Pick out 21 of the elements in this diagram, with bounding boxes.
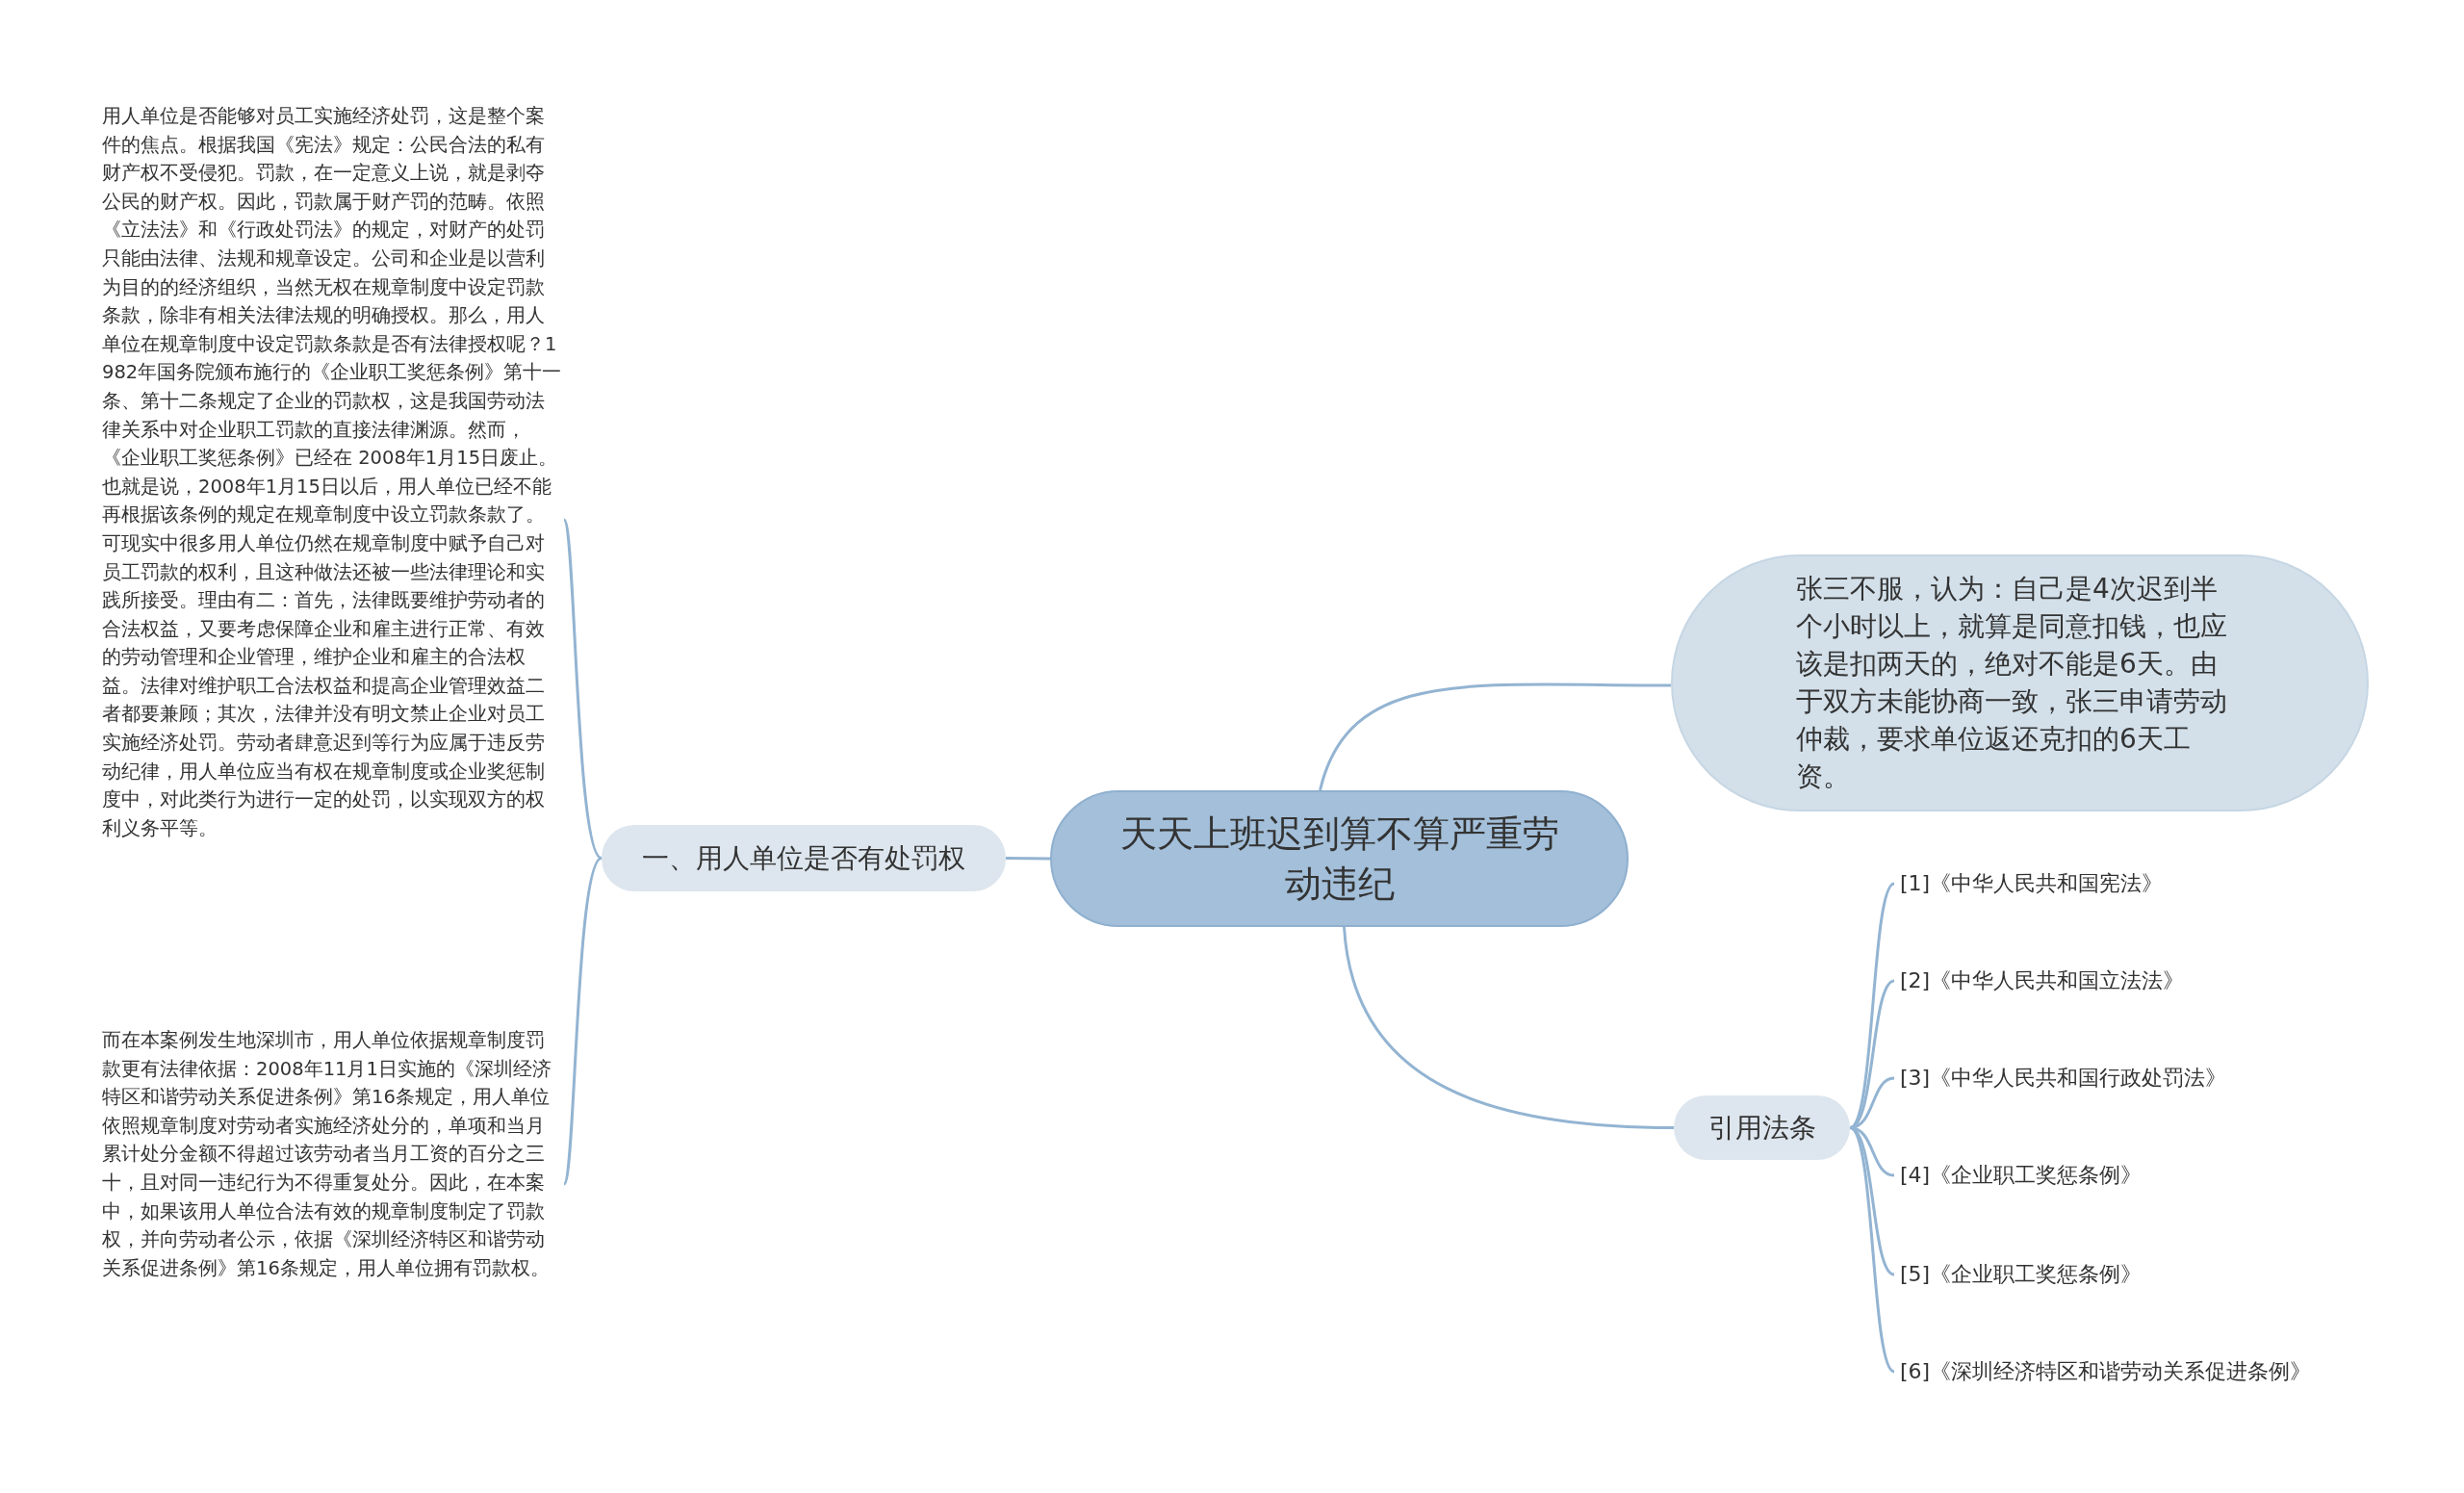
topic-label: 一、用人单位是否有处罚权 bbox=[642, 840, 965, 876]
paragraph-text: 用人单位是否能够对员工实施经济处罚，这是整个案件的焦点。根据我国《宪法》规定：公民合法的私有财产权不受侵犯。罚款，在一定意义上说，就是剥夺公民的财产权。因此，罚款属于财产罚的范畴。依照《立法法》和《行政处罚法》的规定，对财产的处罚只能由法律、法规和规章设定。公司和企业是以营利为目的的经济组织，当然无权在规章制度中设定罚款条款，除非有相关法律法规的明确授权。那么，用人单位在规章制度中设定罚款条款是否有法律授权呢？1982年国务院颁布施行的《企业职工奖惩条例》第十一条、第十二条规定了企业的罚款权，这是我国劳动法律关系中对企业职工罚款的直接法律渊源。然而，《企业职工奖惩条例》已经在 2008年1月15日废止。也就是说，2008年1月15日以后，用人单位已经不能再根据该条例的规定在规章制度中设立罚款条款了。可现实中很多用人单位仍然在规章制度中赋予自己对员工罚款的权利，且这种做法还被一些法律理论和实践所接受。理由有二：首先，法律既要维护劳动者的合法权益，又要考虑保障企业和雇主进行正常、有效的劳动管理和企业管理，维护企业和雇主的合法权益。法律对维护职工合法权益和提高企业管理效益二者都要兼顾；其次，法律并没有明文禁止企业对员工实施经济处罚。劳动者肆意迟到等行为应属于违反劳动纪律，用人单位应当有权在规章制度或企业奖惩制度中，对此类行为进行一定的处罚，以实现双方的权利义务平等。 bbox=[102, 104, 562, 841]
reference-text: [5]《企业职工奖惩条例》 bbox=[1900, 1261, 2143, 1288]
connector-line bbox=[1006, 857, 1050, 861]
reference-text: [6]《深圳经济特区和谐劳动关系促进条例》 bbox=[1900, 1358, 2313, 1385]
reference-text: [3]《中华人民共和国行政处罚法》 bbox=[1900, 1065, 2228, 1092]
connector-line bbox=[1849, 979, 1895, 1129]
topic-label: 天天上班迟到算不算严重劳动违纪 bbox=[1119, 811, 1559, 907]
connector-line bbox=[1849, 1126, 1895, 1374]
connector-line bbox=[1849, 1126, 1895, 1276]
paragraph-text: 而在本案例发生地深圳市，用人单位依据规章制度罚款更有法律依据：2008年11月1日实施的《深圳经济特区和谐劳动关系促进条例》第16条规定，用人单位依照规章制度对劳动者实施经济处分的，单项和当月累计处分金额不得超过该劳动者当月工资的百分之三十，且对同一违纪行为不得重复处分。因此，在本案中，如果该用人单位合法有效的规章制度制定了罚款权，并向劳动者公示，依据《深圳经济特区和谐劳动关系促进条例》第16条规定，用人单位拥有罚款权。 bbox=[102, 1028, 552, 1281]
topic-label: 张三不服，认为：自己是4次迟到半个小时以上，就算是同意扣钱，也应该是扣两天的，绝对不能是6天。由于双方未能协商一致，张三申请劳动仲裁，要求单位返还克扣的6天工资。 bbox=[1796, 572, 2228, 794]
connector-line bbox=[562, 857, 603, 1185]
reference-text: [2]《中华人民共和国立法法》 bbox=[1900, 967, 2186, 994]
connector-line bbox=[1319, 682, 1671, 791]
reference-text: [4]《企业职工奖惩条例》 bbox=[1900, 1162, 2143, 1189]
connector-line bbox=[1343, 926, 1675, 1129]
connector-line bbox=[1849, 882, 1895, 1129]
topic-label: 引用法条 bbox=[1707, 1110, 1816, 1145]
reference-text: [1]《中华人民共和国宪法》 bbox=[1900, 870, 2165, 897]
connector-line bbox=[562, 519, 603, 860]
